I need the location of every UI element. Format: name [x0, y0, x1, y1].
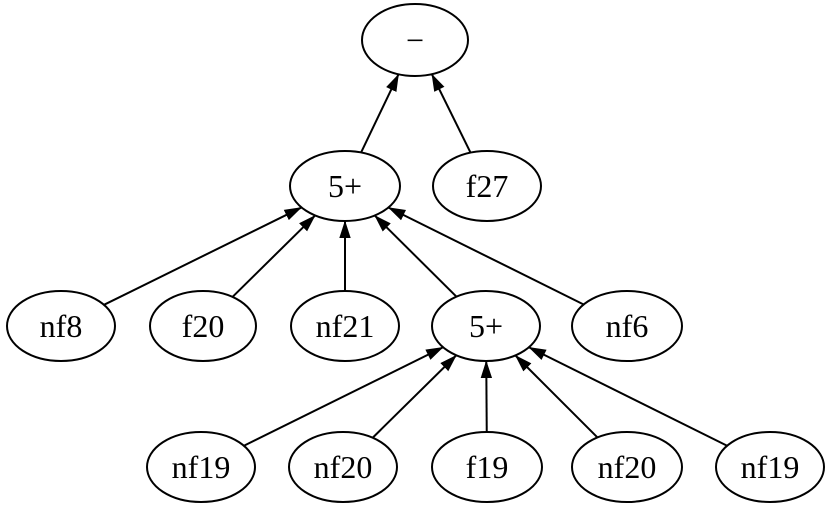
edge-nf19_b-to-plus5_b — [528, 346, 728, 447]
node-label: nf20 — [598, 449, 657, 485]
node-ellipse — [290, 290, 400, 362]
edge-f27-to-minus — [430, 73, 472, 154]
graph-node-nf21: nf21 — [290, 290, 400, 362]
node-ellipse — [431, 290, 541, 362]
graph-node-nf20_b: nf20 — [571, 431, 683, 503]
node-ellipse — [361, 3, 469, 77]
graph-node-f19: f19 — [431, 431, 543, 503]
node-label: nf20 — [314, 449, 373, 485]
node-ellipse — [289, 150, 401, 222]
graph-node-nf20_a: nf20 — [288, 431, 398, 503]
node-label: 5+ — [469, 308, 503, 344]
graph-node-plus5_a: 5+ — [289, 150, 401, 222]
node-ellipse — [571, 431, 683, 503]
graph-node-nf8: nf8 — [6, 290, 116, 362]
graph-node-f27: f27 — [432, 150, 542, 222]
node-label: nf6 — [606, 308, 649, 344]
edge-nf20_a-to-plus5_b — [371, 354, 458, 439]
graph-node-nf19_b: nf19 — [715, 431, 825, 503]
node-label: nf19 — [172, 449, 231, 485]
node-label: 5+ — [328, 168, 362, 204]
nodes-layer: − 5+ f27 nf8 f20 nf21 5+ nf6 nf19 nf20 f19 nf20 nf19 — [6, 3, 825, 503]
node-label: f19 — [466, 449, 509, 485]
graph-node-nf6: nf6 — [571, 290, 683, 362]
edge-nf8-to-plus5_a — [103, 206, 303, 306]
graph-node-nf19_a: nf19 — [146, 431, 256, 503]
node-ellipse — [431, 431, 543, 503]
node-label: nf21 — [316, 308, 375, 344]
edges-layer — [103, 73, 728, 447]
node-ellipse — [146, 431, 256, 503]
edge-plus5_b-to-plus5_a — [373, 214, 458, 298]
node-ellipse — [571, 290, 683, 362]
graph-node-f20: f20 — [149, 290, 257, 362]
edge-nf6-to-plus5_a — [387, 206, 585, 306]
edge-f19-to-plus5_b — [480, 360, 493, 433]
graph-node-minus: − — [361, 3, 469, 77]
edge-plus5_a-to-minus — [360, 73, 400, 153]
node-label: nf19 — [741, 449, 800, 485]
node-ellipse — [715, 431, 825, 503]
node-label: nf8 — [40, 308, 83, 344]
node-ellipse — [149, 290, 257, 362]
edge-f20-to-plus5_a — [231, 214, 316, 298]
edge-nf19_a-to-plus5_b — [243, 346, 444, 447]
node-label: f27 — [466, 168, 509, 204]
node-ellipse — [432, 150, 542, 222]
node-ellipse — [6, 290, 116, 362]
node-label: − — [406, 22, 424, 58]
node-ellipse — [288, 431, 398, 503]
graph-node-plus5_b: 5+ — [431, 290, 541, 362]
edge-nf20_b-to-plus5_b — [514, 354, 599, 439]
node-label: f20 — [182, 308, 225, 344]
